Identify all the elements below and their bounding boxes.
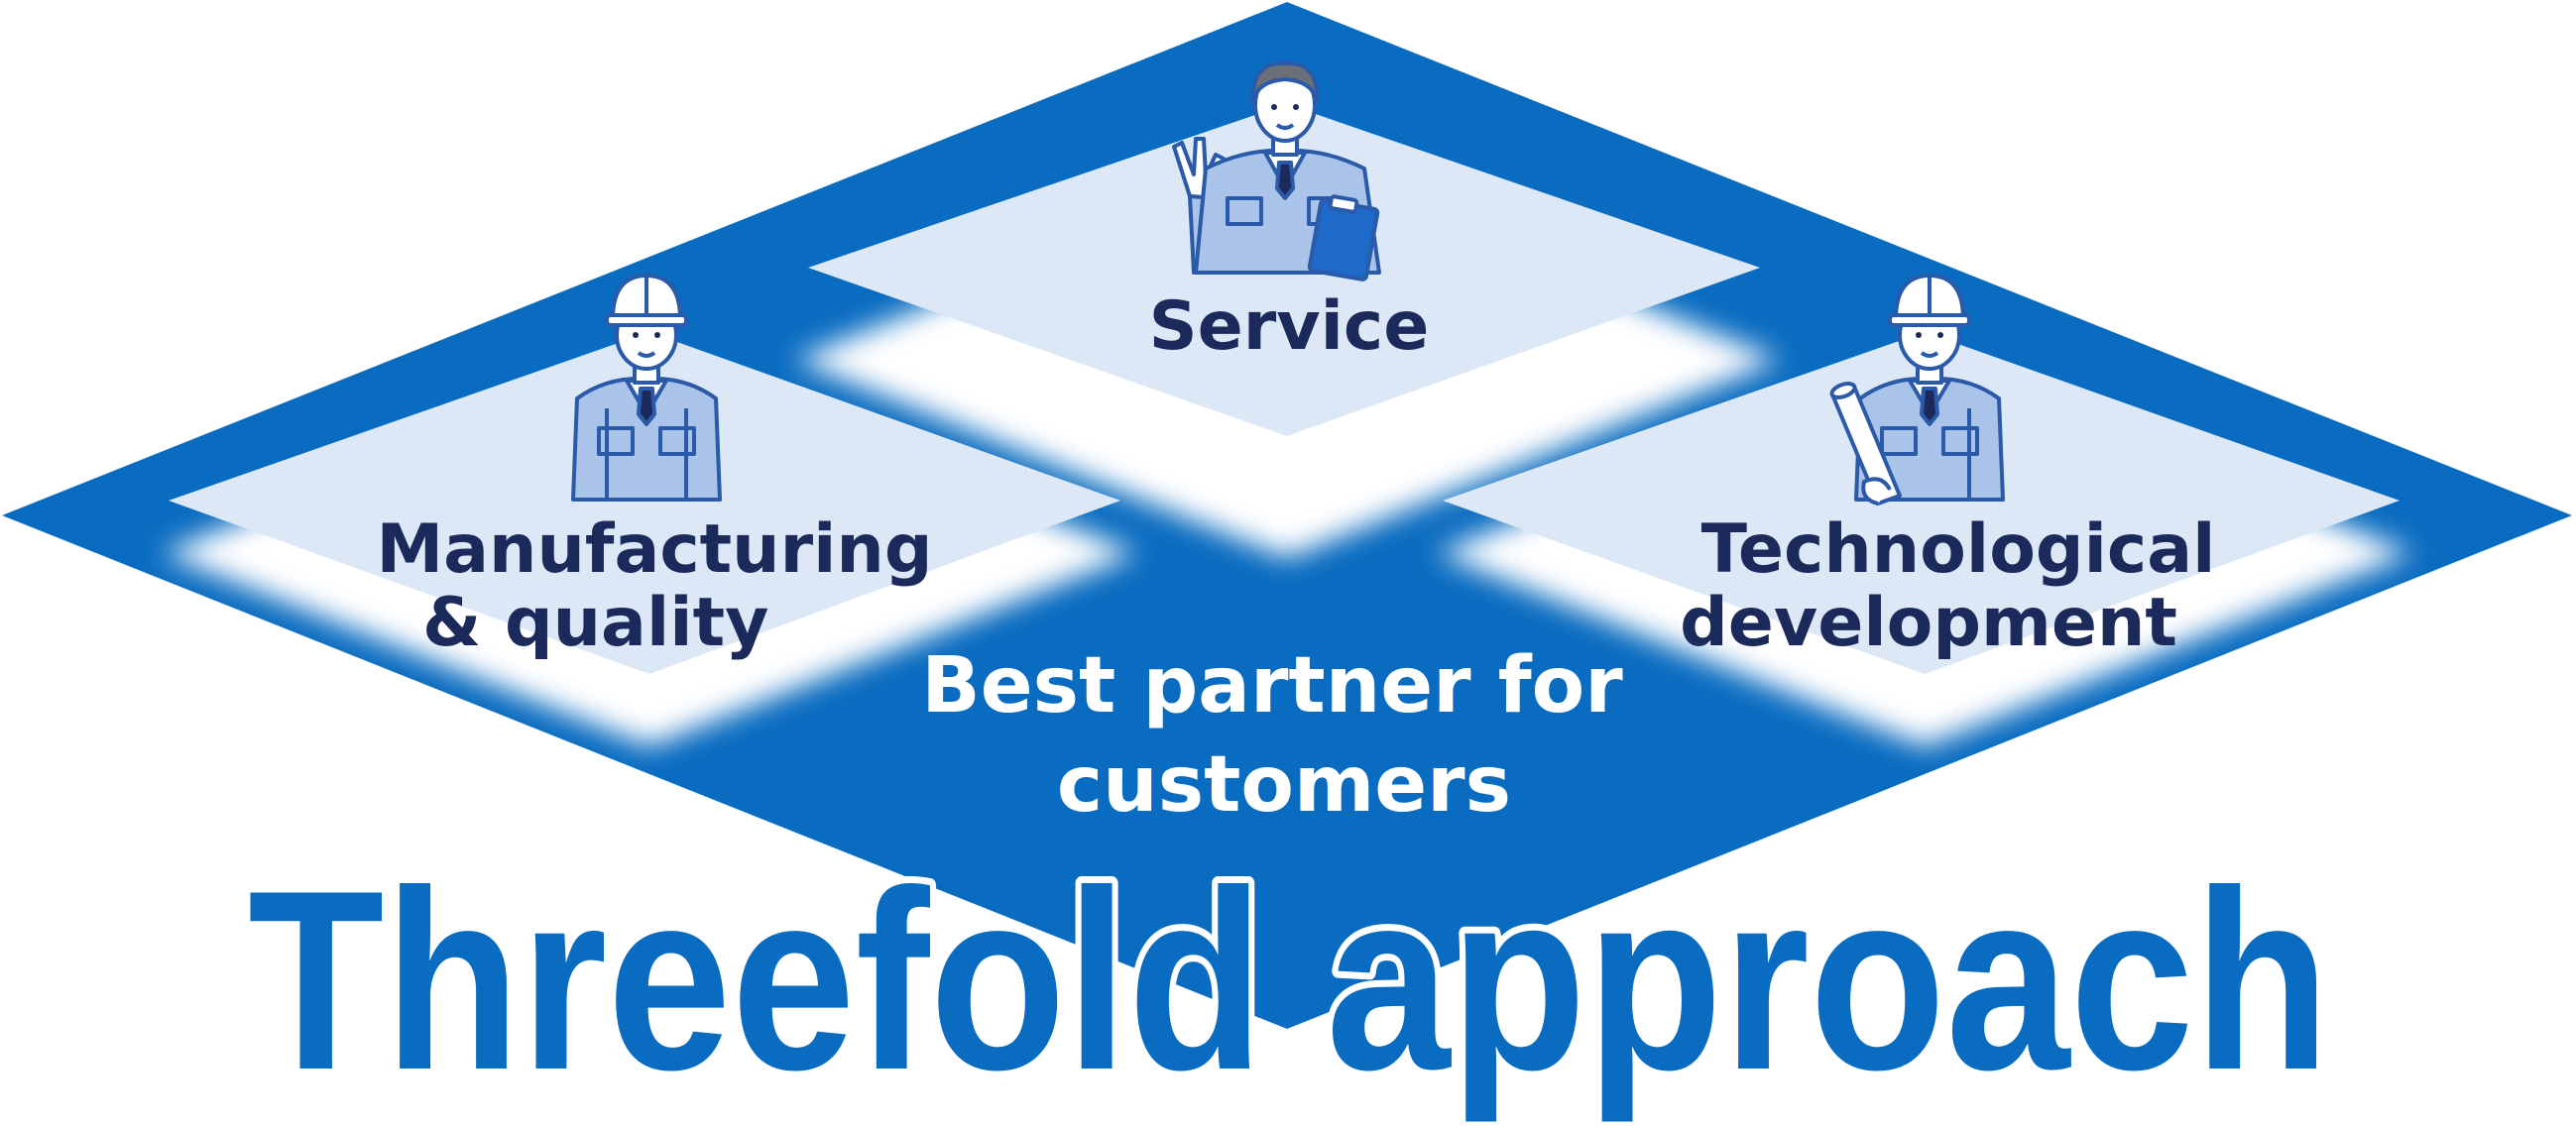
manufacturing-label-line2: & quality	[422, 584, 768, 662]
service-label: Service	[1149, 287, 1430, 366]
worker-with-helmet-icon	[571, 274, 722, 502]
technology-label-line2: development	[1680, 584, 2177, 662]
title-outline: Threefold approach	[248, 837, 2330, 1124]
manufacturing-label-line1: Manufacturing	[377, 510, 933, 589]
center-label-line2: customers	[1057, 740, 1511, 830]
manufacturing-panel	[169, 332, 1120, 674]
worker-with-blueprint-icon	[1829, 274, 2005, 506]
center-label-line1: Best partner for	[921, 641, 1623, 731]
technology-label-line1: Technological	[1701, 510, 2216, 589]
worker-with-clipboard-icon	[1172, 60, 1381, 282]
technology-panel	[1443, 332, 2400, 674]
page-title: Threefold approach	[248, 837, 2330, 1124]
